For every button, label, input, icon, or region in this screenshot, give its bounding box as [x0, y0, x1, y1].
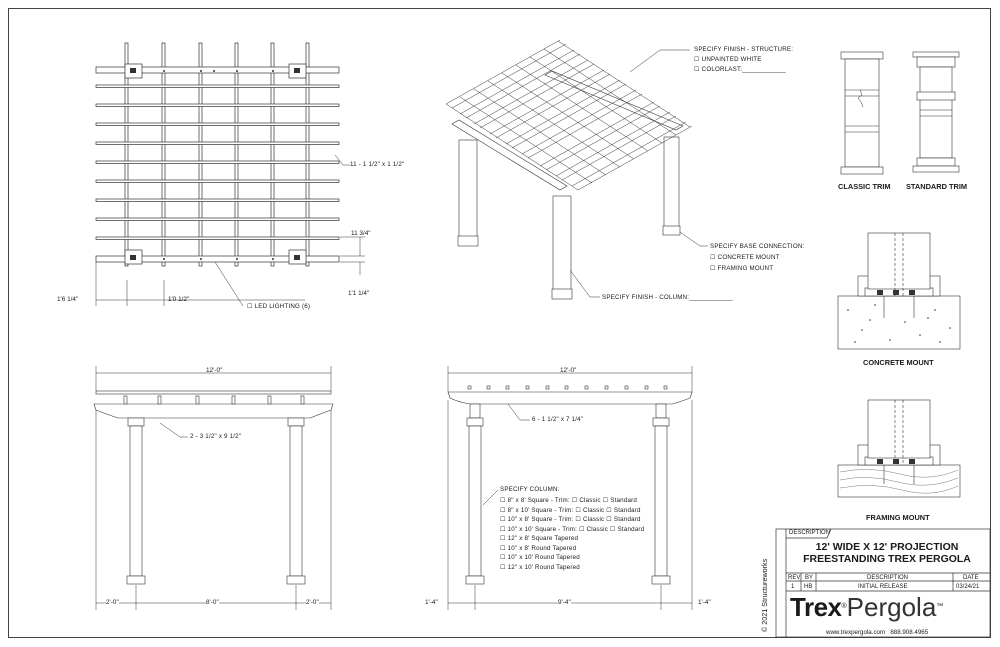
column-option: ☐ 12" x 10' Round Tapered — [500, 563, 580, 571]
framing-lumber — [837, 464, 961, 498]
front-dim-left: 2'-0" — [106, 599, 119, 606]
copyright-text: © 2021 Structureworks — [760, 558, 769, 632]
front-rafter-ends — [123, 395, 305, 405]
unpainted-white-option: ☐ UNPAINTED WHITE — [694, 56, 762, 63]
classic-trim-drawing — [840, 51, 884, 175]
iso-beam — [451, 119, 568, 191]
plan-dim-mid: 1'0 1/2" — [168, 296, 190, 303]
column-options-list: ☐ 8" x 8' Square - Trim: ☐ Classic ☐ Sta… — [500, 496, 644, 572]
finish-column-label: SPECIFY FINISH - COLUMN:____________ — [602, 294, 733, 301]
side-dim-right: 1'-4" — [698, 599, 711, 606]
brand-trademark: ™ — [936, 603, 944, 610]
standard-trim-caption: STANDARD TRIM — [906, 182, 968, 191]
by-header: BY — [805, 575, 814, 581]
side-dim-mid: 9'-4" — [558, 599, 571, 606]
side-rafter-label: 6 - 1 1/2" x 7 1/4" — [532, 416, 584, 423]
side-column-left — [465, 403, 485, 585]
side-dim-left: 1'-4" — [425, 599, 438, 606]
finish-structure-label: SPECIFY FINISH - STRUCTURE: — [694, 46, 794, 53]
led-lighting-label: ☐ LED LIGHTING (6) — [247, 303, 311, 310]
website-line: www.trexpergola.com 888.908.4965 — [826, 629, 928, 636]
website-link[interactable]: www.trexpergola.com — [826, 629, 886, 636]
classic-trim-caption: CLASSIC TRIM — [838, 182, 891, 191]
framing-mount-option: ☐ FRAMING MOUNT — [710, 265, 774, 272]
column-option: ☐ 10" x 10' Square - Trim: ☐ Classic ☐ S… — [500, 525, 645, 533]
front-beam — [93, 403, 334, 419]
front-dim-mid: 8'-0" — [206, 599, 219, 606]
rev-value: 1 — [791, 584, 795, 590]
plan-beam-top — [95, 66, 340, 74]
rev-header: REV — [788, 575, 801, 581]
plan-purlins-label: 11 - 1 1/2" x 1 1/2" — [350, 161, 405, 168]
title-line-1: 12' WIDE X 12' PROJECTION — [815, 541, 959, 553]
iso-beam — [544, 70, 684, 131]
plan-dim-left: 1'6 1/4" — [57, 296, 79, 303]
iso-column — [457, 139, 479, 247]
brand-bold: Trex — [790, 592, 842, 622]
description-header: DESCRIPTION — [867, 575, 909, 581]
front-column-left — [126, 417, 146, 585]
date-header: DATE — [963, 575, 979, 581]
front-overall-dim: 12'-0" — [206, 367, 223, 374]
front-dim-right: 2'-0" — [306, 599, 319, 606]
plan-dim-side: 1'1 1/4" — [348, 290, 370, 297]
column-option: ☐ 10" x 8' Round Tapered — [500, 544, 577, 552]
by-value: HB — [804, 584, 813, 590]
iso-column — [662, 136, 681, 236]
side-rafter — [447, 391, 693, 405]
colorlast-option: ☐ COLORLAST:____________ — [694, 66, 786, 73]
side-overall-dim: 12'-0" — [560, 367, 577, 374]
title-line-2: FREESTANDING TREX PERGOLA — [803, 553, 971, 565]
trex-pergola-logo: Trex®Pergola™ — [790, 594, 943, 620]
front-column-right — [286, 417, 306, 585]
side-purlin-ends — [467, 385, 668, 390]
concrete-mount-option: ☐ CONCRETE MOUNT — [710, 254, 780, 261]
iso-purlins — [445, 40, 691, 191]
concrete-mount-caption: CONCRETE MOUNT — [863, 358, 934, 367]
drawing-sheet — [8, 8, 991, 638]
base-connection-label: SPECIFY BASE CONNECTION: — [710, 243, 805, 250]
framing-mount-caption: FRAMING MOUNT — [866, 513, 930, 522]
plan-dim-top: 11 3/4" — [351, 230, 371, 237]
column-option: ☐ 10" x 10' Round Tapered — [500, 554, 580, 561]
drawing-title: 12' WIDE X 12' PROJECTION FREESTANDING T… — [786, 541, 988, 565]
front-beam-label: 2 - 3 1/2" x 9 1/2" — [190, 433, 242, 440]
plan-beam-bottom — [95, 255, 340, 263]
specify-column-title: SPECIFY COLUMN: — [500, 486, 560, 493]
date-value: 03/24/21 — [956, 584, 980, 590]
description-value: INITIAL RELEASE — [858, 584, 908, 590]
column-option: ☐ 8" x 10' Square - Trim: ☐ Classic ☐ St… — [500, 506, 641, 514]
side-column-right — [651, 403, 671, 585]
plan-purlins — [95, 84, 340, 240]
standard-trim-drawing — [912, 51, 960, 173]
plan-rafters — [124, 42, 310, 267]
iso-column — [551, 195, 573, 300]
brand-thin: Pergola — [846, 592, 937, 622]
phone-number: 888.908.4965 — [890, 629, 929, 636]
brand-registered: ® — [841, 603, 847, 610]
column-option: ☐ 8" x 8' Square - Trim: ☐ Classic ☐ Sta… — [500, 497, 637, 504]
description-tab: DESCRIPTION — [789, 530, 831, 536]
column-option: ☐ 10" x 8' Square - Trim: ☐ Classic ☐ St… — [500, 516, 641, 523]
column-option: ☐ 12" x 8' Square Tapered — [500, 535, 579, 542]
